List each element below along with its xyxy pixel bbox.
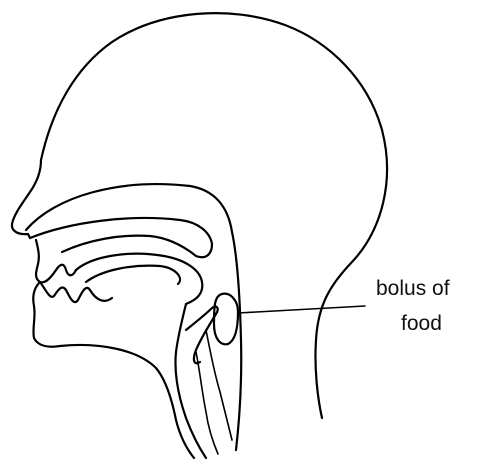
nose-profile xyxy=(12,160,41,238)
head-outline xyxy=(41,13,387,418)
palate-upper xyxy=(30,218,212,257)
lower-teeth xyxy=(40,282,112,302)
epiglottis xyxy=(186,306,218,363)
bolus-label-line-1: bolus of xyxy=(376,278,450,299)
food-bolus xyxy=(214,294,238,345)
nasal-cavity-roof xyxy=(26,184,241,450)
lower-lip-jaw xyxy=(33,282,194,458)
label-pointer-line xyxy=(238,306,365,313)
bolus-label-line-2: food xyxy=(401,313,442,334)
larynx-lines xyxy=(196,330,232,454)
upper-lip-teeth xyxy=(36,240,76,282)
